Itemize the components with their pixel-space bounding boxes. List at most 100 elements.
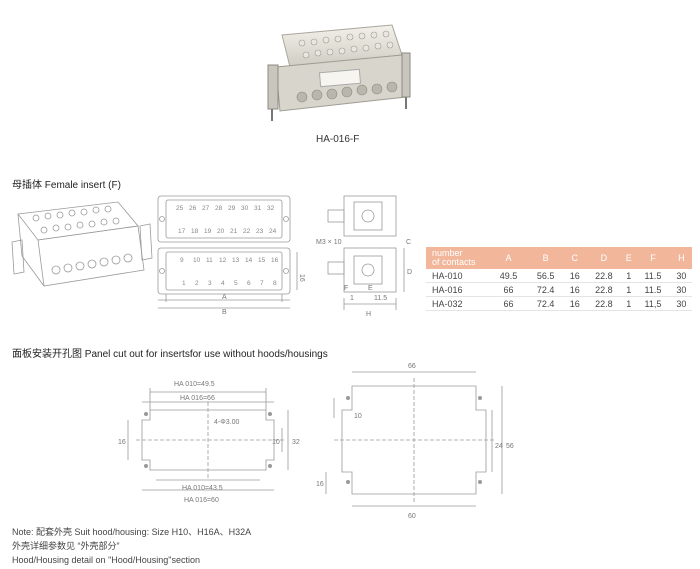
- pin-label: 11: [206, 257, 213, 264]
- dim-16-label: 16: [298, 274, 305, 282]
- table-cell: 1: [622, 269, 636, 283]
- table-header-cell: H: [670, 247, 692, 269]
- dim-60-right: 60: [408, 513, 416, 520]
- table-cell: 30: [670, 296, 692, 311]
- pin-label: 4: [221, 280, 225, 287]
- dim-24-right: 24: [495, 443, 503, 450]
- dim-ha016-top: HA 016=66: [180, 395, 215, 402]
- dim-F-label: F: [344, 285, 348, 292]
- table-cell: 56.5: [527, 269, 565, 283]
- header-line: number: [432, 248, 463, 258]
- dim-E-label: E: [368, 285, 373, 292]
- female-insert-title: 母插体 Female insert (F): [12, 180, 121, 191]
- table-cell: 22.8: [585, 269, 623, 283]
- table-header-cell: F: [635, 247, 671, 269]
- pin-label: 20: [217, 228, 225, 235]
- table-header-cell: E: [622, 247, 636, 269]
- pin-label: 27: [202, 205, 210, 212]
- table-cell: 72.4: [527, 282, 565, 297]
- pin-label: 15: [258, 257, 266, 264]
- dim-66-right: 66: [408, 363, 416, 370]
- pin-label: 22: [243, 228, 251, 235]
- dim-B-label: B: [222, 309, 227, 316]
- pin-label: 17: [178, 228, 186, 235]
- table-header-cell: C: [564, 247, 586, 269]
- pin-label: 32: [267, 205, 275, 212]
- pin-label: 10: [193, 257, 201, 264]
- pin-label: 2: [195, 280, 199, 287]
- pin-label: 31: [254, 205, 262, 212]
- table-row: HA-016 66 72.4 16 22.8 1 11.5 30: [426, 282, 692, 297]
- dim-ha016-bottom: HA 016=60: [184, 497, 219, 504]
- table-cell: 11,5: [635, 296, 671, 311]
- pin-label: 1: [182, 280, 186, 287]
- pin-label: 8: [273, 280, 277, 287]
- table-header-cell: B: [527, 247, 565, 269]
- pin-label: 5: [234, 280, 238, 287]
- pin-label: 19: [204, 228, 212, 235]
- product-photo: [262, 15, 412, 127]
- table-cell: HA-016: [426, 282, 490, 297]
- pin-label: 26: [189, 205, 197, 212]
- pin-label: 30: [241, 205, 249, 212]
- table-cell: 30: [670, 282, 692, 297]
- dim-m3-label: M3 × 10: [316, 239, 342, 246]
- note-line: Note: 配套外壳 Suit hood/housing: Size H10、H…: [12, 527, 252, 537]
- product-model-label: HA-016-F: [316, 134, 360, 145]
- notes-block: Note: 配套外壳 Suit hood/housing: Size H10、H…: [12, 525, 251, 567]
- table-cell: 66: [490, 282, 528, 297]
- dim-H-label: H: [366, 311, 371, 318]
- note-line: Hood/Housing detail on "Hood/Housing"sec…: [12, 555, 201, 565]
- table-header-cell: number of contacts: [426, 247, 490, 269]
- pin-label: 21: [230, 228, 238, 235]
- dim-32-left: 32: [292, 439, 300, 446]
- pin-label: 13: [232, 257, 240, 264]
- table-cell: 22.8: [585, 296, 623, 311]
- table-cell: 66: [490, 296, 528, 311]
- table-cell: 16: [564, 269, 586, 283]
- table-cell: 11.5: [635, 269, 671, 283]
- pin-label: 29: [228, 205, 236, 212]
- pin-label: 6: [247, 280, 251, 287]
- pin-label: 14: [245, 257, 253, 264]
- pin-label: 12: [219, 257, 227, 264]
- table-row: HA-010 49.5 56.5 16 22.8 1 11.5 30: [426, 269, 692, 283]
- note-line: 外壳详细参数见 “外壳部分”: [12, 541, 120, 551]
- dim-D-label: D: [407, 269, 412, 276]
- table-cell: 16: [564, 282, 586, 297]
- pin-label: 3: [208, 280, 212, 287]
- header-line: of contacts: [432, 257, 476, 267]
- dim-10-left: 10: [272, 439, 280, 446]
- dim-10-right: 10: [354, 413, 362, 420]
- table-cell: 49.5: [490, 269, 528, 283]
- pin-label: 7: [260, 280, 264, 287]
- dim-hole-label: 4-Φ3.00: [214, 419, 240, 426]
- table-cell: 11.5: [635, 282, 671, 297]
- table-cell: 72.4: [527, 296, 565, 311]
- table-cell: HA-010: [426, 269, 490, 283]
- table-cell: 1: [622, 296, 636, 311]
- panel-cutout-left: HA 010=49.5 HA 016=66 4-Φ3.00 HA 010=43.…: [112, 372, 312, 512]
- table-cell: 30: [670, 269, 692, 283]
- pin-label: 28: [215, 205, 223, 212]
- dim-11-5-label: 11.5: [374, 295, 387, 302]
- pin-label: 9: [180, 257, 184, 264]
- insert-side-view: M3 × 10 C D E F 1 11.5 H: [314, 186, 426, 320]
- table-row: HA-032 66 72.4 16 22.8 1 11,5 30: [426, 296, 692, 311]
- dim-A-label: A: [222, 294, 227, 301]
- pin-label: 23: [256, 228, 264, 235]
- panel-cutout-right: 66 60 10 24 56 16: [312, 358, 524, 528]
- pin-label: 18: [191, 228, 199, 235]
- dim-1-label: 1: [350, 295, 354, 302]
- table-header-cell: D: [585, 247, 623, 269]
- table-header-cell: A: [490, 247, 528, 269]
- pin-label: 24: [269, 228, 277, 235]
- pin-label: 16: [271, 257, 279, 264]
- dim-16-left: 16: [118, 439, 126, 446]
- table-cell: HA-032: [426, 296, 490, 311]
- panel-cutout-title: 面板安装开孔图 Panel cut out for insertsfor use…: [12, 349, 328, 360]
- insert-front-view: A B 16 25 26 27 28 29 30 31 32 17 18 19 …: [152, 188, 312, 318]
- dim-ha010-top: HA 010=49.5: [174, 381, 215, 388]
- insert-isometric-drawing: [8, 196, 156, 304]
- dim-16-right: 16: [316, 481, 324, 488]
